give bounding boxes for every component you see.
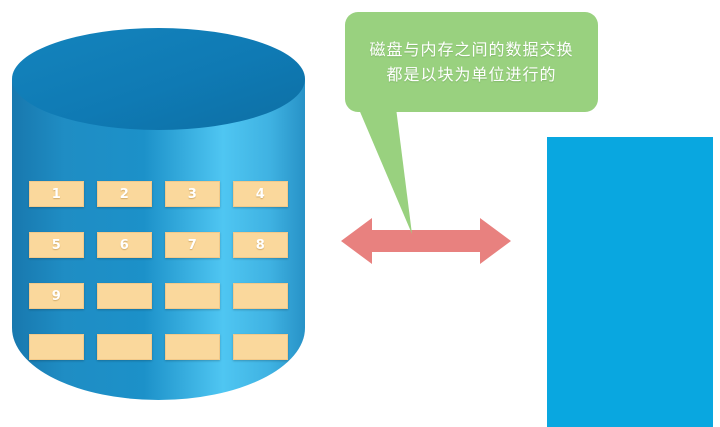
data-exchange-arrow-icon (338, 214, 514, 268)
callout-line-1: 磁盘与内存之间的数据交换 (369, 40, 574, 59)
disk-block[interactable]: 7 (165, 232, 220, 258)
double-headed-arrow-icon (341, 218, 511, 264)
cylinder-top-ellipse (12, 28, 305, 130)
callout-line-2: 都是以块为单位进行的 (386, 65, 557, 84)
disk-block[interactable]: 8 (233, 232, 288, 258)
disk-block[interactable] (233, 334, 288, 360)
disk-block[interactable]: 4 (233, 181, 288, 207)
disk-block[interactable] (97, 334, 152, 360)
memory-block (547, 137, 713, 427)
disk-cylinder: 1 2 3 4 5 6 7 8 9 (12, 28, 305, 400)
cylinder-shape (12, 28, 305, 400)
disk-block[interactable]: 2 (97, 181, 152, 207)
disk-block[interactable]: 3 (165, 181, 220, 207)
disk-block[interactable] (233, 283, 288, 309)
disk-block[interactable]: 9 (29, 283, 84, 309)
callout-bubble: 磁盘与内存之间的数据交换 都是以块为单位进行的 (345, 12, 598, 112)
disk-block[interactable]: 6 (97, 232, 152, 258)
disk-block[interactable] (97, 283, 152, 309)
disk-block[interactable]: 1 (29, 181, 84, 207)
disk-block-grid: 1 2 3 4 5 6 7 8 9 (29, 181, 305, 393)
disk-block[interactable] (29, 334, 84, 360)
disk-block[interactable]: 5 (29, 232, 84, 258)
disk-block[interactable] (165, 283, 220, 309)
disk-block[interactable] (165, 334, 220, 360)
cylinder-body (12, 79, 305, 400)
